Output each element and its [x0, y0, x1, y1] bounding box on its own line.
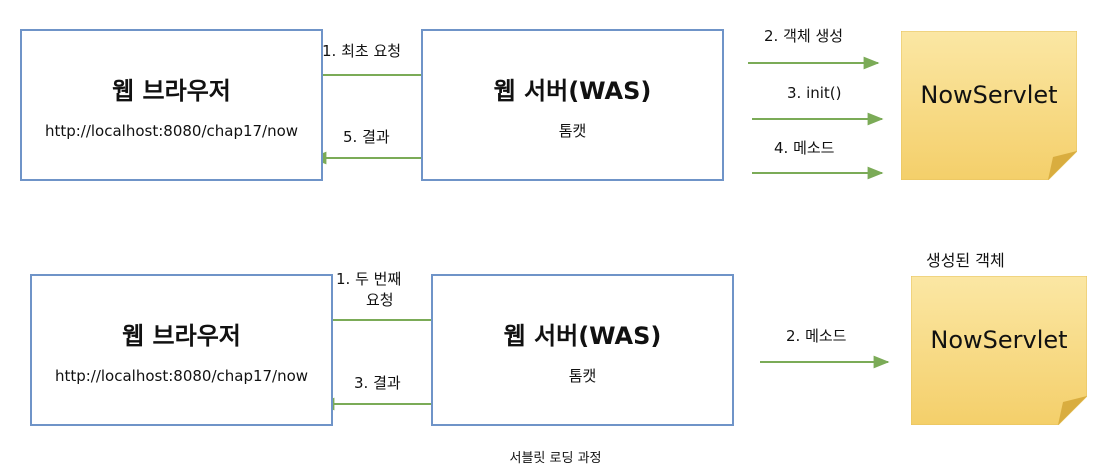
- label-create-object: 2. 객체 생성: [764, 27, 844, 45]
- browser-title: 웹 브라우저: [122, 322, 241, 350]
- browser-url: http://localhost:8080/chap17/now: [44, 122, 299, 140]
- label-method-top: 4. 메소드: [774, 139, 835, 157]
- label-second-request-line2: 요청: [366, 291, 394, 309]
- browser-title: 웹 브라우저: [112, 77, 231, 105]
- browser-url: http://localhost:8080/chap17/now: [54, 367, 309, 385]
- server-sub: 톰캣: [568, 367, 597, 385]
- figure-caption: 서블릿 로딩 과정: [509, 451, 602, 466]
- label-method-bottom: 2. 메소드: [786, 327, 847, 345]
- label-init: 3. init(): [787, 84, 842, 102]
- label-second-request-line1: 1. 두 번째: [336, 270, 402, 288]
- servlet-note-bottom: NowServlet: [911, 276, 1087, 425]
- server-box-top: 웹 서버(WAS) 톰캣: [421, 29, 724, 181]
- sticky-note-shape: [911, 276, 1087, 425]
- created-object-caption: 생성된 객체: [926, 251, 1005, 270]
- browser-box-bottom: 웹 브라우저 http://localhost:8080/chap17/now: [30, 274, 333, 426]
- server-sub: 톰캣: [558, 122, 587, 140]
- servlet-name-top: NowServlet: [920, 81, 1058, 109]
- server-box-bottom: 웹 서버(WAS) 톰캣: [431, 274, 734, 426]
- sticky-note-shape: [901, 31, 1077, 180]
- servlet-name-bottom: NowServlet: [930, 326, 1068, 354]
- label-result-top: 5. 결과: [343, 128, 390, 146]
- server-title: 웹 서버(WAS): [493, 77, 652, 105]
- server-title: 웹 서버(WAS): [503, 322, 662, 350]
- browser-box-top: 웹 브라우저 http://localhost:8080/chap17/now: [20, 29, 323, 181]
- label-first-request: 1. 최초 요청: [322, 42, 402, 60]
- servlet-note-top: NowServlet: [901, 31, 1077, 180]
- label-result-bottom: 3. 결과: [354, 374, 401, 392]
